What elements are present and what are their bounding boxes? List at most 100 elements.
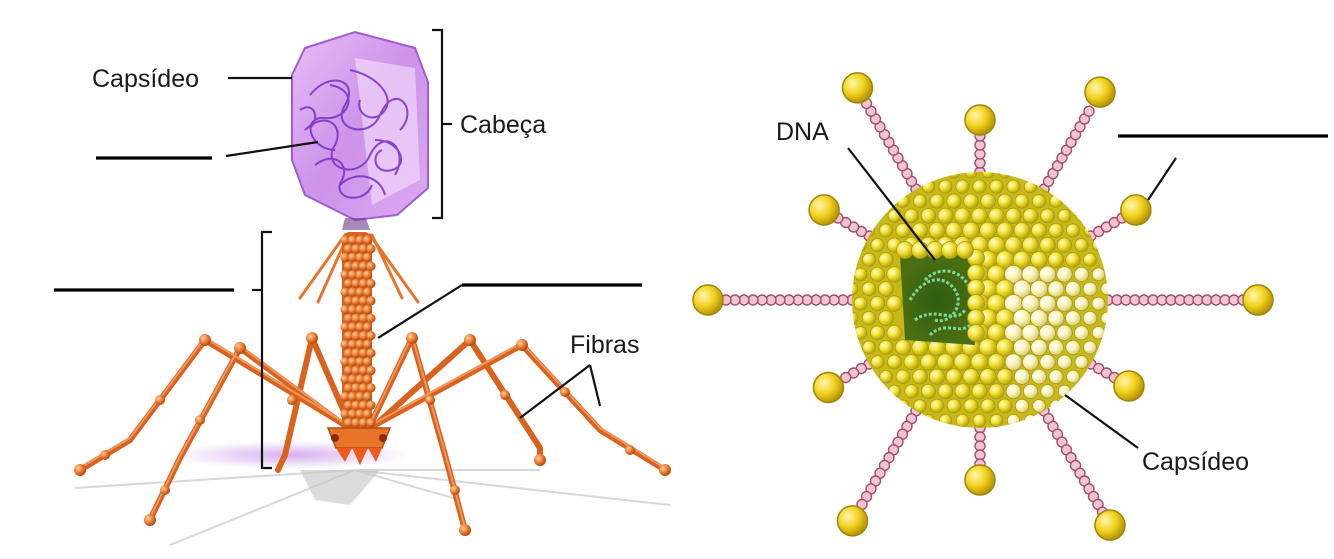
capsomer [911, 338, 929, 356]
capsomer [988, 207, 1005, 225]
capsomer [1022, 353, 1039, 371]
capsomer [947, 172, 961, 179]
capsomer-edge [967, 294, 985, 312]
spike-knob [812, 371, 845, 404]
capsomer [1030, 251, 1048, 269]
capsomer [1091, 326, 1106, 340]
fiber-joint [464, 334, 476, 346]
fiber-bead [195, 415, 205, 425]
capsomer [1056, 354, 1073, 370]
sheath-bead [362, 339, 373, 349]
capsomer [1075, 209, 1088, 223]
capsomer-edge [967, 264, 985, 282]
sheath-bead [340, 235, 350, 245]
capsomer [1048, 369, 1064, 385]
collar-fibers [298, 233, 420, 304]
capsomer [1047, 339, 1065, 356]
capsomer [887, 384, 902, 398]
fiber-joint [306, 332, 318, 344]
spike-knob [692, 284, 724, 316]
capsomer [928, 222, 946, 239]
sheath-bead [358, 400, 369, 410]
sheath-bead [355, 322, 365, 332]
capsomer [1091, 267, 1106, 282]
capsomer [972, 413, 987, 428]
capsomer [920, 208, 937, 224]
capsomer [1021, 323, 1040, 342]
capsomer-edge [941, 241, 959, 259]
capsomer [869, 295, 886, 312]
spike-leader [1147, 157, 1177, 201]
capsomer [1049, 194, 1063, 208]
fibers-leader [519, 364, 591, 419]
capsomer [1074, 355, 1089, 369]
sheath-bead [340, 270, 350, 280]
sheath-bead [355, 357, 365, 367]
capsomer [1047, 280, 1065, 298]
sheath-bead [347, 252, 358, 262]
capsomer-edge [896, 241, 914, 259]
capsomer [1074, 325, 1089, 341]
phage-tail-fibers [74, 332, 671, 536]
capsomer [945, 221, 963, 240]
fibers-label: Fibras [570, 331, 639, 359]
sheath-bead [362, 374, 373, 384]
capsomer [1030, 309, 1048, 328]
fiber-foot [659, 464, 671, 476]
capsomer [1006, 413, 1021, 428]
capsomer [920, 383, 937, 399]
sheath-bead [355, 392, 365, 402]
fiber-foot [534, 454, 546, 466]
capsomer [962, 221, 980, 240]
capsomer [1040, 208, 1055, 224]
capsomer [870, 355, 885, 369]
fiber-joint [406, 332, 418, 344]
capsomer [886, 324, 903, 341]
head-bracket [432, 28, 444, 220]
sheath-bead [362, 235, 373, 245]
sheath-bead [366, 383, 376, 393]
sheath-bead [362, 252, 373, 262]
capsomer [1049, 399, 1063, 413]
sheath-leader [377, 284, 463, 339]
sheath-bead [340, 392, 350, 402]
capsomer [1056, 324, 1073, 341]
capsomer [1100, 282, 1108, 296]
capsomer [1091, 296, 1106, 311]
sheath-bead [362, 270, 373, 280]
fiber-bead [287, 395, 297, 405]
capsomer [971, 207, 988, 225]
capsomer [1056, 266, 1073, 283]
bacteriophage: Capsídeo Cabeça Fibras [54, 28, 671, 546]
capsomer [886, 266, 903, 283]
capsomer [1006, 179, 1021, 194]
capsomer [979, 221, 997, 240]
fiber-bead [160, 485, 170, 495]
capsomer [1057, 208, 1072, 223]
capsomer [853, 326, 868, 340]
capsomer [1031, 368, 1047, 385]
sheath-bead [366, 261, 376, 271]
capsomer [1082, 310, 1098, 326]
sheath-bead [362, 322, 373, 332]
capsomer [980, 193, 996, 209]
capsomer-edge [967, 309, 985, 327]
sheath-bead [343, 331, 354, 341]
capsomer [879, 223, 893, 238]
capsomer [996, 221, 1014, 240]
sheath-bead [366, 331, 376, 341]
sheath-bead [340, 305, 350, 315]
capsomer-edge [967, 324, 985, 342]
capsomer [895, 369, 911, 385]
sheath-bead [351, 348, 361, 358]
capsomer [971, 383, 988, 400]
phage-leg-shadows [74, 469, 671, 546]
sheath-bead [366, 365, 376, 376]
capsomer [988, 383, 1005, 400]
spike-knob [1113, 370, 1145, 402]
dna-core [900, 255, 975, 345]
sheath-bead [340, 339, 350, 349]
capsomer [1065, 310, 1081, 327]
capsomer [929, 193, 945, 209]
sheath-bead [347, 357, 358, 367]
